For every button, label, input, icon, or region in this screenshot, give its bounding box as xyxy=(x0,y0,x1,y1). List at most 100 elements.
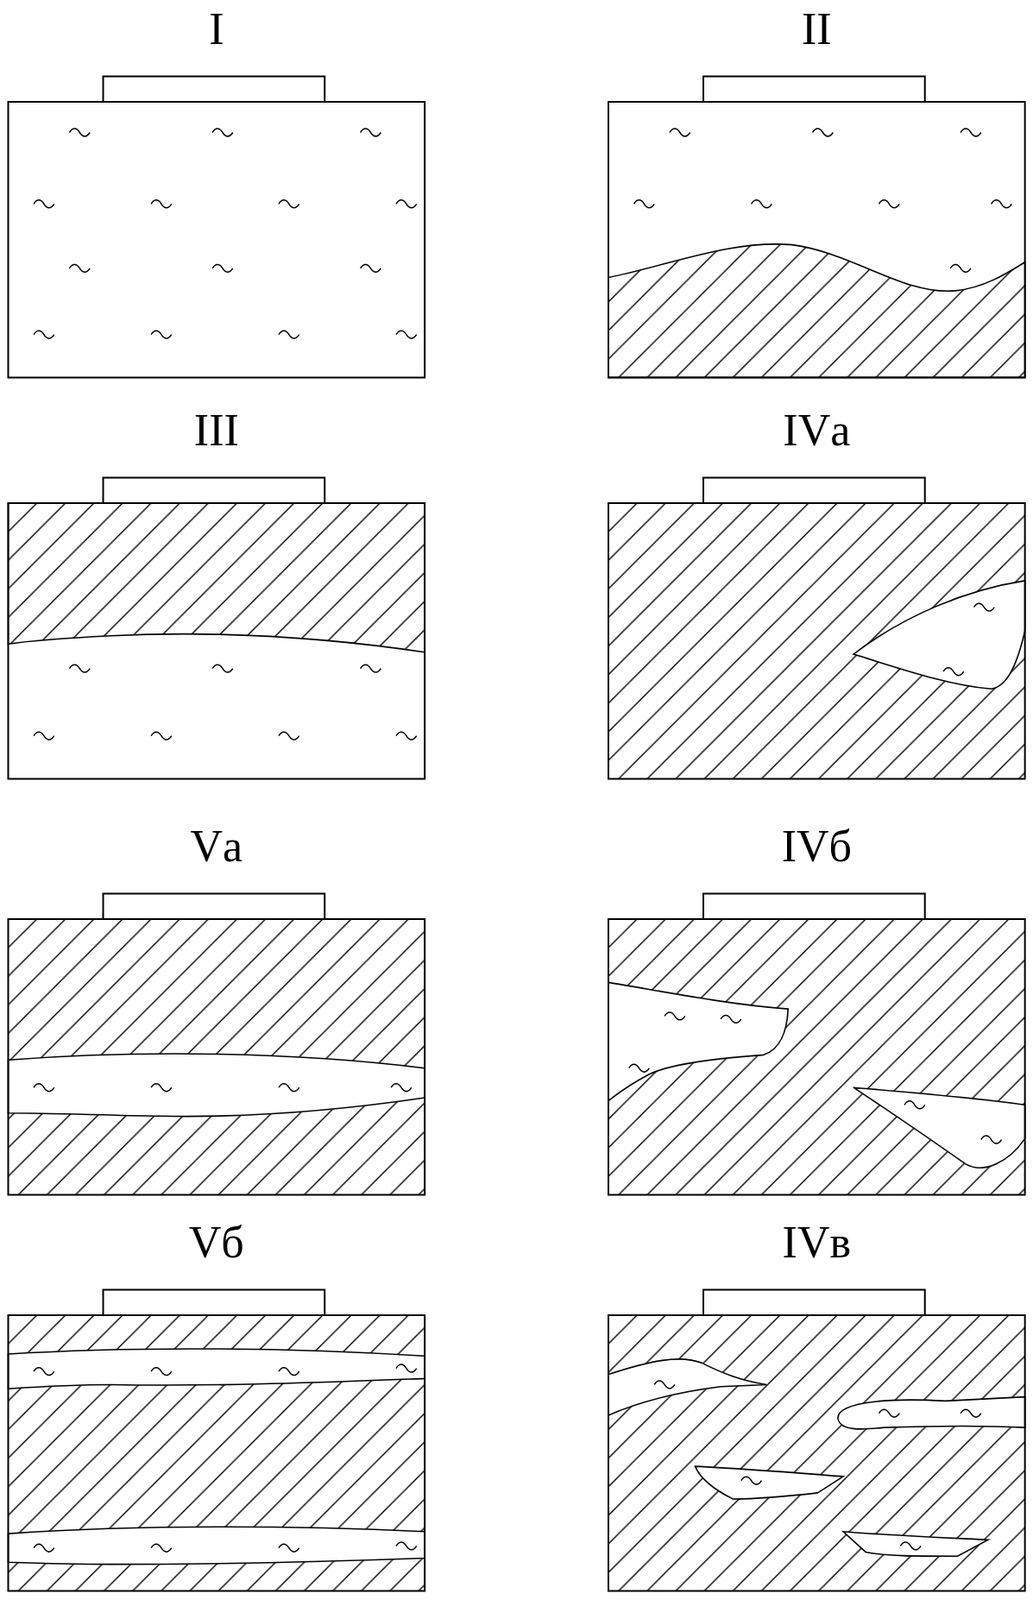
weak-soil-symbol xyxy=(278,1367,300,1376)
weak-soil-symbol xyxy=(212,664,234,673)
weak-soil-symbol xyxy=(960,128,982,137)
weak-soil-symbol xyxy=(69,664,90,673)
weak-soil-symbol xyxy=(212,128,234,137)
weak-soil-symbol xyxy=(33,330,55,339)
weak-soil-symbol xyxy=(974,603,996,611)
weak-soil-symbol xyxy=(991,200,1013,208)
soil-ground xyxy=(8,503,426,779)
weak-soil-symbol xyxy=(396,200,417,208)
weak-soil-symbol xyxy=(629,1064,650,1072)
weak-soil-symbol xyxy=(812,128,834,137)
section-title: IVв xyxy=(608,1213,1026,1269)
weak-soil-symbol xyxy=(720,1014,742,1023)
weak-soil-symbol xyxy=(33,200,55,208)
soil-ground xyxy=(608,919,1026,1195)
weak-soil-symbol xyxy=(904,1101,926,1109)
section-border xyxy=(8,919,426,1195)
weak-soil-lens xyxy=(608,982,788,1101)
soil-section xyxy=(8,1289,426,1591)
weak-soil-lens xyxy=(608,1359,767,1416)
section-border xyxy=(8,101,426,378)
section-title: III xyxy=(8,401,426,457)
soil-section xyxy=(8,477,426,779)
foundation xyxy=(103,477,326,504)
weak-soil-symbol xyxy=(654,1380,675,1389)
firm-soil xyxy=(608,244,1026,378)
section-title: Vа xyxy=(8,817,426,873)
section-border xyxy=(608,1315,1026,1591)
weak-soil-lens xyxy=(853,580,1026,689)
weak-soil-symbol xyxy=(669,128,691,137)
weak-soil-symbol xyxy=(751,200,773,208)
weak-soil-symbol xyxy=(981,1135,1002,1144)
weak-soil-symbol xyxy=(878,1409,900,1418)
weak-soil-symbol xyxy=(151,1543,172,1552)
weak-soil-symbol xyxy=(151,1367,172,1376)
weak-soil-lens xyxy=(8,1348,426,1389)
weak-soil-symbol xyxy=(360,128,382,137)
weak-soil-symbol xyxy=(33,1083,55,1092)
soil-ground xyxy=(608,503,1026,779)
section-panel: I xyxy=(8,0,426,378)
section-panel: IVа xyxy=(608,401,1026,779)
weak-soil-symbol xyxy=(278,1083,300,1092)
section-title: Vб xyxy=(8,1213,426,1269)
weak-soil-lens xyxy=(843,1531,989,1556)
weak-soil-symbol xyxy=(278,330,300,339)
section-border xyxy=(8,503,426,779)
soil-section xyxy=(608,1289,1026,1591)
weak-soil-symbol xyxy=(151,330,172,339)
weak-soil-symbol xyxy=(360,664,382,673)
section-panel: IVв xyxy=(608,1213,1026,1591)
weak-soil-symbol xyxy=(878,200,900,208)
firm-soil xyxy=(8,503,426,653)
section-title: IVа xyxy=(608,401,1026,457)
section-panel: Vб xyxy=(8,1213,426,1591)
weak-soil-symbol xyxy=(69,128,90,137)
section-border xyxy=(8,1315,426,1591)
weak-soil-lens xyxy=(837,1397,1026,1430)
weak-soil-symbol xyxy=(278,731,300,740)
section-panel: Vа xyxy=(8,817,426,1195)
soil-ground xyxy=(8,919,426,1195)
weak-soil-symbol xyxy=(278,1543,300,1552)
soil-ground xyxy=(608,1315,1026,1591)
weak-soil-symbol xyxy=(396,330,417,339)
foundation xyxy=(103,893,326,920)
weak-soil-symbol xyxy=(960,1409,982,1418)
soil-ground xyxy=(8,101,426,378)
soil-section xyxy=(608,75,1026,378)
weak-soil-symbol xyxy=(151,200,172,208)
section-border xyxy=(608,503,1026,779)
weak-soil-symbol xyxy=(900,1542,921,1550)
weak-soil-symbol xyxy=(634,200,656,208)
section-panel: IVб xyxy=(608,817,1026,1195)
weak-soil-symbol xyxy=(33,731,55,740)
foundation xyxy=(103,75,326,102)
weak-soil-symbol xyxy=(278,200,300,208)
weak-soil-symbol xyxy=(33,1367,55,1376)
soil-section xyxy=(8,75,426,378)
weak-soil-symbol xyxy=(664,1012,686,1021)
soil-ground xyxy=(608,101,1026,378)
soil-ground xyxy=(8,1315,426,1591)
weak-soil-lens xyxy=(695,1466,845,1500)
weak-soil-symbol xyxy=(390,1083,412,1092)
weak-soil-symbol xyxy=(396,1364,417,1373)
weak-soil-symbol xyxy=(950,264,971,272)
foundation xyxy=(703,1289,926,1316)
foundation xyxy=(703,75,926,102)
section-border xyxy=(608,101,1026,378)
foundation xyxy=(703,477,926,504)
weak-soil-symbol xyxy=(360,264,382,272)
weak-soil-symbol xyxy=(396,1542,417,1550)
weak-soil-symbol xyxy=(943,667,964,676)
section-title: II xyxy=(608,0,1026,56)
weak-soil-lens xyxy=(8,1526,426,1564)
section-panel: III xyxy=(8,401,426,779)
foundation xyxy=(103,1289,326,1316)
weak-soil-symbol xyxy=(396,731,417,740)
soil-section xyxy=(608,477,1026,779)
section-title: IVб xyxy=(608,817,1026,873)
